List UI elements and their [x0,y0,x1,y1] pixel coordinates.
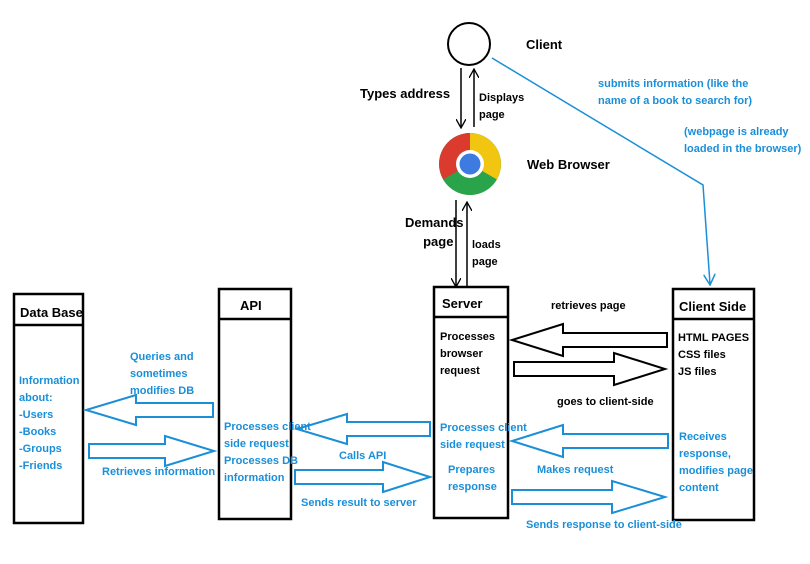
sends-response-block-arrow [511,479,669,515]
api-title: API [240,298,262,313]
makes-request-block-arrow [508,423,669,459]
loads-page-label: loads page [472,239,501,268]
database-box [12,292,85,525]
server-top-text: Processes browser request [440,331,496,377]
database-info: Information about: -Users -Books -Groups… [19,375,80,472]
queries-db-block-arrow [82,393,214,427]
client-side-files: HTML PAGES CSS files JS files [678,332,750,378]
demands-page-label: Demands page [405,215,464,249]
client-circle-icon [447,22,491,66]
submits-info-label: submits information (like the name of a … [598,78,753,107]
queries-db-label: Queries and sometimes modifies DB [130,351,195,397]
calls-api-block-arrow [293,412,431,446]
displays-page-label: Displays page [479,92,525,121]
client-side-title: Client Side [679,299,747,314]
sends-response-label: Sends response to client-side [526,519,682,531]
retrieves-info-block-arrow [88,434,218,468]
api-box [217,287,293,521]
server-processes-text: Processes client side request [440,422,527,451]
database-title: Data Base [20,305,83,320]
web-browser-label: Web Browser [527,157,610,172]
client-side-receives: Receives response, modifies page content [679,431,753,494]
already-loaded-label: (webpage is already loaded in the browse… [684,126,802,155]
chrome-icon [439,133,501,195]
calls-api-label: Calls API [339,450,387,462]
sends-result-block-arrow [294,460,434,494]
client-side-box [671,287,756,522]
api-body: Processes client side request Processes … [224,421,311,484]
goes-to-client-block-arrow [513,351,669,387]
retrieves-info-label: Retrieves information [102,466,216,478]
goes-to-client-label: goes to client-side [557,396,654,408]
retrieves-page-block-arrow [508,322,668,358]
submits-info-arrow [491,57,710,284]
sends-result-label: Sends result to server [301,497,417,509]
types-address-label: Types address [360,86,451,101]
client-label: Client [526,37,563,52]
retrieves-page-label: retrieves page [551,300,626,312]
makes-request-label: Makes request [537,464,614,476]
server-title: Server [442,296,483,311]
server-box [432,285,510,520]
server-prepares-text: Prepares response [448,464,497,493]
